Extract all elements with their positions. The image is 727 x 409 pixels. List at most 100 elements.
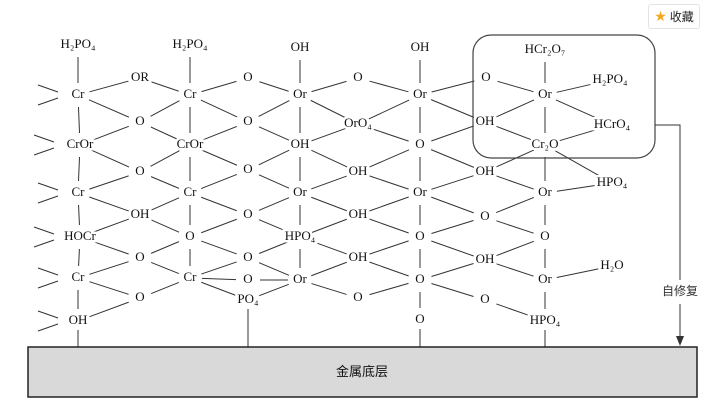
highlight-box [472, 34, 656, 159]
bond-line [556, 82, 599, 93]
bond-line [150, 219, 180, 233]
atom-label-g5: O [415, 271, 424, 286]
atom-label-b5: O [135, 289, 144, 304]
bond-line [89, 281, 129, 295]
favorite-button[interactable]: ★ 收藏 [648, 4, 700, 29]
atom-label-a5: Cr [72, 269, 86, 284]
bond-line [310, 149, 348, 168]
chain-stub-line [37, 267, 59, 276]
bond-line [200, 99, 238, 118]
bond-line [431, 240, 474, 257]
atom-label-f0: O [353, 69, 362, 84]
atom-label-h4: OH [476, 251, 495, 266]
atom-label-b4: O [135, 249, 144, 264]
bond-line [431, 175, 474, 190]
atom-label-b0: OR [131, 69, 149, 84]
bond-line [258, 197, 290, 211]
atom-label-d3: O [243, 206, 252, 221]
bond-line [91, 240, 129, 255]
bond-line [497, 80, 534, 93]
atom-label-g6: O [415, 311, 424, 326]
atom-label-f5: O [353, 289, 362, 304]
bond-line [150, 197, 180, 211]
atom-label-i1: Or [538, 86, 552, 101]
bond-line [150, 281, 180, 295]
atom-label-g3: Or [413, 184, 427, 199]
bond-line [311, 283, 347, 295]
bond-line [89, 301, 129, 318]
atom-label-i2: Cr₂O [532, 136, 559, 151]
atom-label-a2: CrOr [67, 136, 94, 151]
atom-label-a4: HOCr [64, 228, 96, 243]
bond-line [91, 125, 129, 142]
bond-line [556, 184, 601, 192]
bond-line [369, 282, 409, 296]
atom-label-e2: OH [291, 136, 310, 151]
atom-label-g1: Or [413, 86, 427, 101]
atom-label-f3: OH [349, 206, 368, 221]
favorite-label: 收藏 [669, 10, 694, 24]
bond-line [78, 248, 80, 267]
bond-line [150, 176, 180, 189]
bond-lines [33, 57, 602, 347]
atom-label-r3: HPO₄ [597, 174, 628, 189]
bond-line [311, 261, 347, 277]
atom-label-d2: O [243, 161, 252, 176]
atom-label-b1: O [135, 113, 144, 128]
bond-line [369, 196, 409, 212]
bond-line [201, 261, 237, 275]
atom-label-i3: Or [538, 184, 552, 199]
atom-label-e3: Or [293, 184, 307, 199]
bond-line [369, 127, 409, 142]
bond-line [150, 126, 180, 141]
bond-line [77, 106, 81, 134]
bond-line [496, 240, 534, 257]
atom-label-c4: O [185, 228, 194, 243]
bond-line [369, 261, 409, 277]
atom-label-d6: PO₄ [237, 291, 259, 306]
bond-line [311, 240, 347, 255]
bond-line [200, 125, 238, 142]
bond-line [258, 149, 290, 166]
atom-label-f1: OrO₄ [344, 115, 372, 130]
bond-line [89, 261, 129, 275]
bond-line [496, 175, 534, 190]
bond-line [430, 99, 475, 118]
bond-line [150, 241, 180, 254]
bond-line [201, 281, 237, 297]
bond-line [150, 261, 180, 275]
bond-line [310, 99, 348, 120]
bond-line [311, 127, 347, 142]
bond-line [368, 149, 410, 168]
bond-line [201, 196, 237, 212]
bond-line [555, 99, 602, 121]
atom-label-a6: OH [69, 312, 88, 327]
bond-line [200, 173, 238, 190]
bond-line [89, 196, 129, 212]
bond-line [496, 220, 534, 234]
atom-label-d1: O [243, 113, 252, 128]
arrow-head-icon [676, 336, 684, 346]
chain-stub-line [37, 310, 59, 319]
bond-line [259, 283, 289, 297]
atom-label-f4: OH [349, 249, 368, 264]
chain-stub-line [37, 182, 59, 191]
atom-label-c2: CrOr [177, 136, 204, 151]
atom-label-h5: O [480, 291, 489, 306]
bond-line [369, 240, 409, 255]
bond-line [258, 126, 290, 141]
atom-label-b2: O [135, 163, 144, 178]
bond-line [201, 80, 237, 93]
atom-label-d4: O [243, 249, 252, 264]
atom-label-g2: O [415, 136, 424, 151]
bond-line [431, 220, 474, 234]
bond-line [369, 218, 409, 234]
bond-line [201, 218, 237, 234]
atom-label-tI: HCr₂O₇ [525, 41, 566, 56]
chain-stub-line [33, 239, 55, 248]
bond-line [496, 263, 534, 277]
atom-label-tA: H₂PO₄ [60, 36, 96, 51]
bond-line [89, 80, 129, 93]
